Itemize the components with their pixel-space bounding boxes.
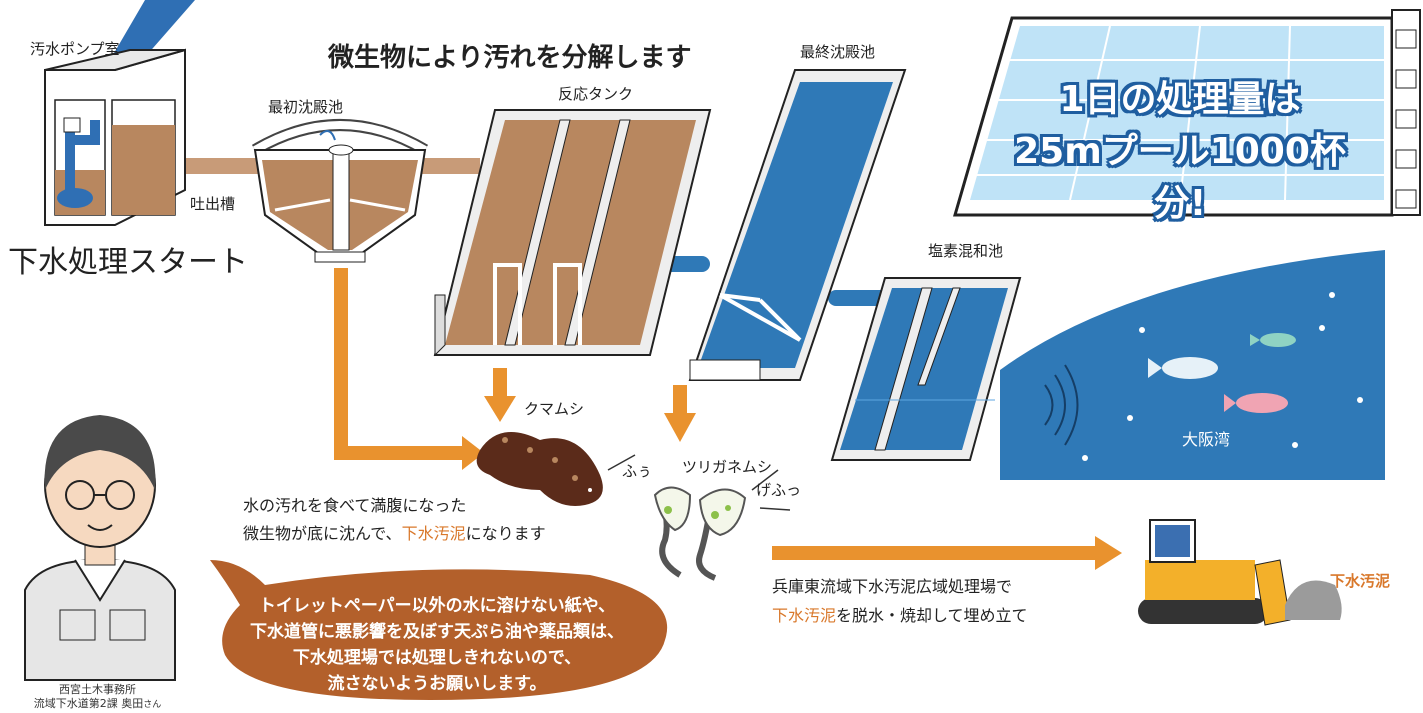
bulldozer-icon	[1138, 519, 1342, 626]
final-settling-label: 最終沈殿池	[800, 43, 876, 61]
osaka-bay	[1000, 250, 1385, 480]
person-section: 流域下水道第2課 奥田さん	[0, 697, 195, 712]
person-honorific: さん	[143, 700, 162, 710]
pool-line-1: 1日の処理量は	[1059, 79, 1301, 120]
explanation-suffix: になります	[465, 524, 546, 543]
pool-line-2: 25mプール1000杯分!	[1014, 131, 1346, 224]
pump-room	[44, 48, 186, 226]
reaction-tank-label: 反応タンク	[558, 85, 634, 103]
person-office: 西宮土木事務所	[59, 683, 136, 696]
kumamushi-label: クマムシ	[524, 400, 585, 418]
sludge-plant-highlight: 下水汚泥	[772, 606, 837, 625]
person-caption: 西宮土木事務所 流域下水道第2課 奥田さん	[0, 683, 195, 712]
speech-bubble	[210, 560, 668, 700]
explanation-line-1: 水の汚れを食べて満腹になった	[243, 496, 467, 515]
sludge-plant-line-1: 兵庫東流域下水汚泥広域処理場で	[772, 577, 1013, 596]
avatar	[24, 415, 176, 681]
kumamushi-icon	[476, 432, 603, 506]
pool-capacity-text: 1日の処理量は 25mプール1000杯分!	[1000, 74, 1360, 230]
start-label: 下水処理スタート	[8, 245, 248, 280]
fish-icon	[1236, 393, 1288, 413]
sludge-plant-line-2: 下水汚泥を脱水・焼却して埋め立て	[772, 608, 1028, 624]
final-settling-tank	[688, 69, 907, 381]
chlorine-tank-label: 塩素混和池	[928, 242, 1004, 260]
pipe-to-reaction	[420, 158, 480, 174]
chlorine-tank	[830, 277, 1022, 461]
sound-gefu: げふっ	[756, 481, 802, 499]
speech-text: トイレットペーパー以外の水に溶けない紙や、 下水道管に悪影響を及ぼす天ぷら油や薬…	[222, 593, 652, 697]
speech-line-1: トイレットペーパー以外の水に溶けない紙や、	[258, 596, 616, 616]
fish-icon	[1162, 357, 1218, 379]
pool	[953, 9, 1421, 217]
sludge-arrows	[334, 268, 1122, 570]
fish-icon	[1260, 333, 1296, 347]
pipe-to-discharge	[183, 158, 263, 174]
sound-fuu: ふぅ	[622, 462, 653, 480]
speech-line-2: 下水道管に悪影響を及ぼす天ぷら油や薬品類は、	[250, 622, 624, 642]
bay-label: 大阪湾	[1182, 430, 1231, 449]
first-settling-tank	[251, 119, 429, 263]
discharge-tank-label: 吐出槽	[190, 195, 236, 213]
page-title: 微生物により汚れを分解します	[328, 43, 692, 73]
sludge-plant-suffix: を脱水・焼却して埋め立て	[836, 606, 1028, 625]
explanation-line-2: 微生物が底に沈んで、下水汚泥になります	[243, 526, 546, 542]
speech-line-4: 流さないようお願いします。	[327, 674, 547, 694]
explanation-prefix: 微生物が底に沈んで、	[243, 524, 402, 543]
person-name: 流域下水道第2課 奥田	[33, 697, 144, 710]
tsuriganemushi-icon	[653, 486, 747, 581]
tsuriganemushi-label: ツリガネムシ	[682, 458, 773, 476]
speech-line-3: 下水処理場では処理しきれないので、	[292, 648, 582, 668]
first-settling-label: 最初沈殿池	[268, 98, 344, 116]
sludge-highlight: 下水汚泥	[401, 524, 466, 543]
reaction-tank	[433, 109, 712, 357]
sludge-label: 下水汚泥	[1330, 572, 1391, 590]
pump-room-label: 汚水ポンプ室	[30, 40, 120, 58]
